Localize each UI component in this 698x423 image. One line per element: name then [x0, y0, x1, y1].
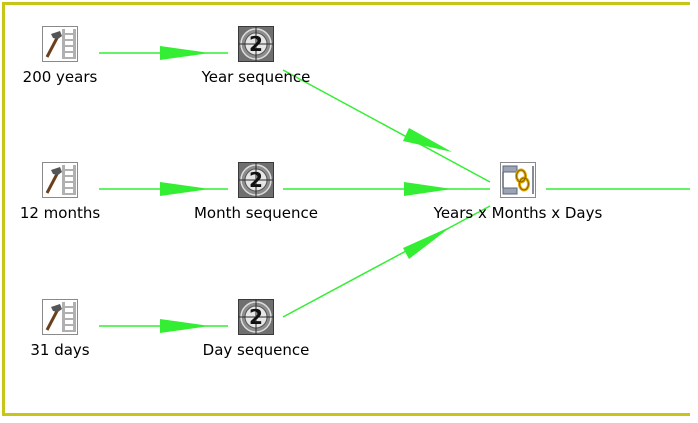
step-12-months[interactable]: 12 months	[0, 162, 120, 246]
hop-arrow-31days-to-dayseq	[160, 319, 210, 333]
hop-arrow-12months-to-monthseq	[160, 182, 210, 196]
hop-arrow-yearseq-to-join	[403, 128, 452, 152]
generate-rows-icon[interactable]	[42, 26, 78, 62]
step-label: 12 months	[19, 204, 101, 222]
step-label: Years x Months x Days	[433, 204, 603, 222]
step-label: Day sequence	[202, 341, 310, 359]
generate-rows-icon[interactable]	[42, 299, 78, 335]
hop-yearseq-to-join[interactable]	[282, 69, 491, 183]
step-label: Year sequence	[201, 68, 311, 86]
step-years-x-months-x-days[interactable]: Years x Months x Days	[388, 162, 648, 246]
sequence-badge: 2	[249, 32, 263, 56]
hop-arrow-dayseq-to-join	[403, 226, 452, 259]
generate-rows-icon[interactable]	[42, 162, 78, 198]
step-label: 31 days	[30, 341, 90, 359]
sequence-badge: 2	[249, 168, 263, 192]
sequence-badge: 2	[249, 305, 263, 329]
join-rows-icon[interactable]	[500, 162, 536, 198]
hop-arrow-200years-to-yearseq	[160, 46, 210, 60]
step-day-sequence[interactable]: 2 Day sequence	[196, 299, 316, 383]
sequence-icon[interactable]: 2	[238, 299, 274, 335]
step-31-days[interactable]: 31 days	[0, 299, 120, 383]
step-label: 200 years	[22, 68, 98, 86]
step-200-years[interactable]: 200 years	[0, 26, 120, 110]
step-label: Month sequence	[193, 204, 319, 222]
hop-arrow-monthseq-to-join	[404, 182, 452, 196]
step-month-sequence[interactable]: 2 Month sequence	[194, 162, 318, 246]
hop-dayseq-to-join[interactable]	[282, 205, 491, 318]
sequence-icon[interactable]: 2	[238, 162, 274, 198]
sequence-icon[interactable]: 2	[238, 26, 274, 62]
step-year-sequence[interactable]: 2 Year sequence	[196, 26, 316, 110]
